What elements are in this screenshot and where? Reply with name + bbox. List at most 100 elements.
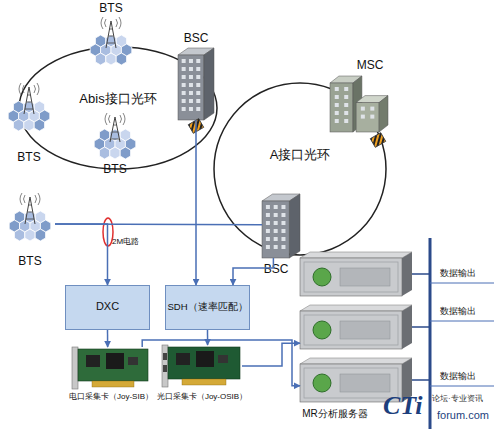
node-shape [262, 194, 300, 258]
radio-wave [105, 113, 125, 125]
tower-brace [27, 212, 33, 213]
building-front [178, 55, 204, 120]
server-bay [340, 268, 390, 286]
building-window [196, 91, 200, 95]
building-window [196, 107, 200, 111]
building-window [196, 75, 200, 79]
tower-leg [29, 87, 34, 114]
output-label: 数据输出 [440, 268, 476, 278]
building-window [281, 245, 285, 249]
tower-brace [111, 139, 120, 140]
tower-brace [107, 43, 115, 44]
server-front [300, 258, 402, 296]
server-bay [340, 321, 390, 339]
card-chip [218, 355, 228, 363]
card-bracket [162, 345, 168, 387]
equipment-node: BTS [5, 84, 53, 130]
card-bracket [72, 347, 78, 389]
server-panel [304, 262, 398, 292]
cell-hexagon [24, 119, 34, 131]
cell-hexagon [34, 119, 44, 131]
building-window [189, 75, 193, 79]
server-bay [340, 374, 390, 392]
building-window [281, 221, 285, 225]
card-chip [176, 353, 190, 365]
building-window [274, 205, 278, 209]
server-bus-link [412, 379, 430, 381]
equipment-box [66, 286, 150, 330]
node-shape [5, 194, 55, 240]
building-window [182, 91, 186, 95]
building-window [266, 237, 270, 241]
card-board [78, 349, 148, 381]
building-window [182, 83, 186, 87]
building-window [335, 111, 339, 115]
building-window [266, 213, 270, 217]
card-contacts [182, 379, 226, 385]
node-shape [92, 114, 138, 158]
cell-hexagon [14, 229, 24, 241]
output-line [430, 386, 494, 387]
cell-hexagon [99, 147, 109, 159]
card-board [168, 347, 240, 379]
server-bus-link [412, 273, 430, 275]
equipment-node: 光口采集卡（Joy-OSIB） [162, 345, 242, 387]
building-window [344, 87, 348, 91]
server-top [300, 252, 412, 258]
equipment-node: BTS [92, 114, 138, 158]
building-front [356, 103, 379, 132]
output-bus [429, 238, 432, 429]
output-label: 数据输出 [440, 306, 476, 316]
building-window [281, 229, 285, 233]
building-window [274, 221, 278, 225]
building-window [189, 59, 193, 63]
tower-brace [29, 205, 32, 206]
cell-hexagon [13, 119, 23, 131]
link-line [55, 224, 108, 285]
building-window [281, 237, 285, 241]
card-chip [196, 351, 214, 367]
building-front [330, 83, 353, 132]
building-window [274, 229, 278, 233]
node-shape [88, 18, 134, 64]
cell-hexagon [25, 229, 35, 241]
equipment-node: 电口采集卡（Joy-SIB） [72, 347, 150, 389]
equipment-node: MR分析服务器 [300, 252, 412, 404]
building-window [266, 229, 270, 233]
node-shape [5, 84, 53, 130]
card-port [163, 353, 167, 360]
tower-leg [115, 117, 120, 142]
node-label: Abis接口光环 [48, 91, 188, 107]
watermark-text: 论坛·专业资讯 [432, 394, 483, 403]
node-shape [300, 252, 412, 404]
building-window [189, 83, 193, 87]
fiber-ring [19, 47, 217, 169]
tower-brace [25, 109, 33, 110]
building-window [189, 99, 193, 103]
building-window [182, 107, 186, 111]
radio-wave [19, 83, 39, 95]
node-label: 电口采集卡（Joy-SIB） [60, 392, 162, 402]
link-line [207, 330, 209, 345]
building-window [266, 205, 270, 209]
building-window [266, 245, 270, 249]
building-window [344, 119, 348, 123]
equipment-node: MSC [330, 76, 388, 132]
tower-leg [111, 21, 116, 48]
output-line [430, 321, 494, 322]
building-window [370, 107, 374, 111]
node-label: A接口光环 [250, 147, 350, 163]
server-top [300, 305, 412, 311]
building-window [335, 95, 339, 99]
cell-hexagon [110, 147, 120, 159]
building-window [189, 107, 193, 111]
tower-brace [113, 125, 116, 126]
building-window [335, 119, 339, 123]
cell-hexagon [95, 53, 105, 65]
building-window [344, 103, 348, 107]
card-chip [106, 353, 124, 369]
equipment-node: DXC [65, 285, 150, 330]
card-contacts [92, 381, 134, 387]
building-window [182, 99, 186, 103]
